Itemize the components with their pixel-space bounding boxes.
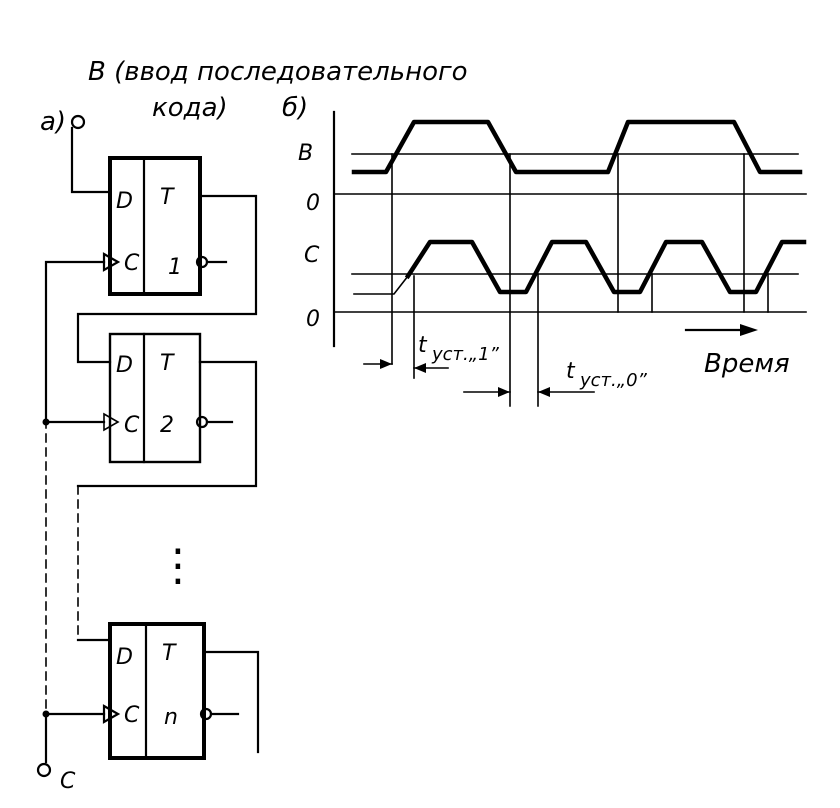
flipflop-n: D C T n — [102, 622, 240, 760]
flipflop-2-c-label: C — [124, 413, 140, 438]
time-label: Время — [704, 349, 790, 379]
panel-a-label: a) — [40, 107, 66, 137]
flipflop-1-d-label: D — [116, 189, 133, 214]
flipflop-2-d-label: D — [116, 353, 133, 378]
flipflop-2-t-label: T — [160, 351, 175, 376]
flipflop-2-number: 2 — [160, 413, 174, 438]
qn-output-wire — [202, 650, 260, 754]
signal-c-label: C — [304, 243, 320, 268]
q2-output-wire — [76, 360, 258, 488]
clock-bus-top — [44, 260, 106, 422]
serial-input-wire — [70, 126, 112, 194]
flipflop-2-body — [108, 332, 202, 464]
clock-input-label: C — [60, 769, 76, 794]
signal-c-waveform — [404, 239, 807, 295]
flipflop-2-inverted-output — [195, 415, 209, 429]
flipflop-1-c-label: C — [124, 251, 140, 276]
stage-ellipsis: ⋮ — [156, 540, 200, 591]
t-setup-1-subscript: уст.„1” — [431, 344, 500, 365]
t-setup-1-label: t — [418, 333, 428, 358]
signal-c-zero-label: 0 — [306, 307, 320, 332]
caption-line1: В (ввод последовательного — [88, 57, 468, 87]
caption-line2: кода) — [152, 93, 228, 123]
clock-input-terminal — [36, 762, 52, 778]
flipflop-n-c-label: C — [124, 703, 140, 728]
flipflop-n-number: n — [164, 705, 178, 730]
signal-b-zero-label: 0 — [306, 191, 320, 216]
flipflop-2: D C T 2 — [103, 332, 234, 464]
clock-junction-2 — [42, 418, 50, 426]
panel-b-label: б) — [282, 93, 308, 123]
signal-b-waveform — [351, 119, 803, 175]
flipflop-n-d-label: D — [116, 645, 133, 670]
serial-input-terminal — [70, 114, 86, 130]
clock-junction-n — [42, 710, 50, 718]
signal-c-lead-in — [353, 274, 410, 295]
flipflop-1-number: 1 — [168, 255, 182, 280]
q1-to-d2-wire — [76, 194, 258, 364]
flipflop-n-body — [108, 622, 206, 760]
flipflop-n-t-label: T — [162, 641, 177, 666]
signal-b-label: B — [298, 141, 313, 166]
t-setup-0-label: t — [566, 359, 576, 384]
flipflop-1-t-label: T — [160, 185, 175, 210]
flipflop-1-body — [108, 156, 202, 296]
flipflop-1: D C T 1 — [102, 156, 228, 296]
t-setup-0-subscript: уст.„0” — [579, 370, 648, 391]
